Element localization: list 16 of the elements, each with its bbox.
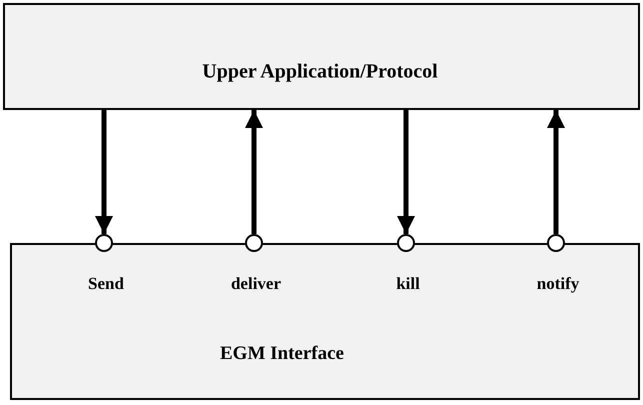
- block-box: [3, 3, 640, 110]
- arrow: [245, 110, 263, 234]
- arrow: [397, 110, 415, 234]
- block-title: Upper Application/Protocol: [202, 60, 438, 84]
- port-label: kill: [396, 274, 420, 294]
- port-circle: [547, 234, 565, 252]
- port-label: notify: [536, 274, 580, 294]
- port-circle: [397, 234, 415, 252]
- port-label: deliver: [230, 274, 282, 294]
- port-label: Send: [88, 274, 124, 294]
- block-box: [10, 243, 640, 400]
- arrow: [95, 110, 113, 234]
- port-circle: [95, 234, 113, 252]
- port-circle: [245, 234, 263, 252]
- block-title: EGM Interface: [220, 343, 344, 365]
- arrow: [547, 110, 565, 234]
